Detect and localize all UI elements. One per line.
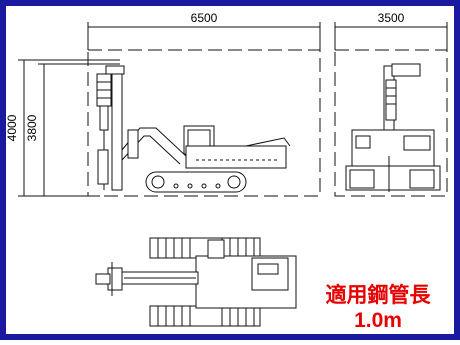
side-view (96, 65, 291, 193)
dimension-label-width-left: 6500 (191, 11, 218, 25)
top-view (95, 237, 297, 327)
dashed-boundaries (87, 49, 448, 197)
dimension-label-height-outer: 4000 (5, 114, 19, 141)
dimension-lines (18, 22, 448, 197)
caption-length: 1.0m (354, 309, 402, 332)
dimension-label-height-inner: 3800 (25, 114, 39, 141)
front-view (345, 63, 441, 192)
dimension-label-width-right: 3500 (378, 11, 405, 25)
caption-title: 適用鋼管長 (326, 283, 432, 307)
